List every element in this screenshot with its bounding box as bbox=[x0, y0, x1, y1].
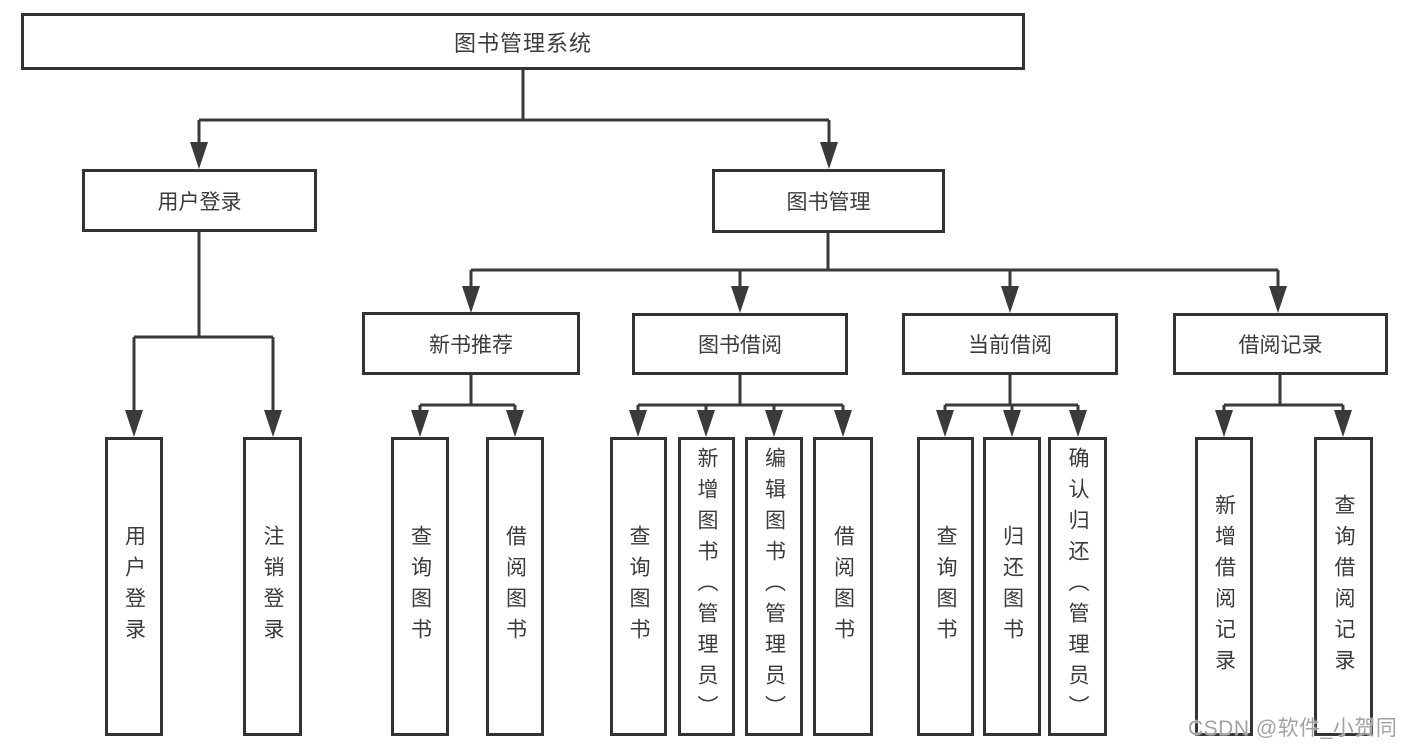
leaf-edit-books-admin: 编辑图书（管理员） bbox=[745, 437, 803, 736]
leaf-query-books: 查询图书 bbox=[610, 437, 667, 736]
watermark-text: CSDN @软件_小贺同学 bbox=[1188, 717, 1398, 740]
node-book-management: 图书管理 bbox=[712, 169, 945, 233]
node-borrow-records: 借阅记录 bbox=[1173, 313, 1388, 375]
leaf-logout: 注销登录 bbox=[243, 437, 302, 736]
leaf-add-borrow-record: 新增借阅记录 bbox=[1195, 437, 1253, 736]
leaf-borrow-books: 借阅图书 bbox=[813, 437, 873, 736]
node-root-system: 图书管理系统 bbox=[21, 13, 1025, 70]
arrowhead-icons bbox=[125, 142, 1352, 437]
leaf-query-books: 查询图书 bbox=[391, 437, 449, 736]
node-current-borrowing: 当前借阅 bbox=[902, 313, 1118, 375]
node-book-borrowing: 图书借阅 bbox=[632, 313, 848, 375]
leaf-query-books: 查询图书 bbox=[917, 437, 974, 736]
leaf-borrow-books: 借阅图书 bbox=[486, 437, 544, 736]
leaf-query-borrow-record: 查询借阅记录 bbox=[1314, 437, 1373, 736]
connector-lines bbox=[132, 70, 1345, 414]
leaf-user-login: 用户登录 bbox=[105, 437, 163, 736]
node-user-login: 用户登录 bbox=[82, 169, 317, 232]
node-new-book-recommend: 新书推荐 bbox=[362, 312, 580, 375]
leaf-confirm-return-admin: 确认归还（管理员） bbox=[1048, 437, 1107, 736]
leaf-return-books: 归还图书 bbox=[983, 437, 1041, 736]
leaf-add-books-admin: 新增图书（管理员） bbox=[678, 437, 735, 736]
